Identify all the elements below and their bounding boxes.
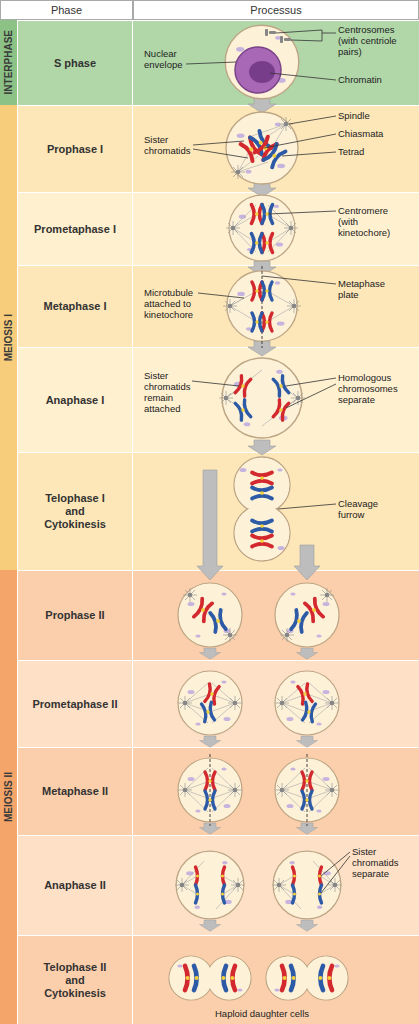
text-cell: Prometaphase I <box>18 193 133 265</box>
callout-label: Homologous chromosomes separate <box>338 372 416 405</box>
text-cell: Telophase II and Cytokinesis <box>18 936 133 1024</box>
phase-name: Metaphase I <box>44 300 107 313</box>
column-header: Processus <box>250 4 301 16</box>
phase-name: Prometaphase II <box>33 698 118 711</box>
callout-label: Microtubule attached to kinetochore <box>144 287 206 320</box>
callout-label: Metaphase plate <box>338 278 393 300</box>
callout-label: Sister chromatids remain attached <box>144 370 199 414</box>
callout-label: Tetrad <box>338 146 414 157</box>
text-cell: Anaphase II <box>18 836 133 935</box>
phase-name: Telophase I and Cytokinesis <box>35 492 115 531</box>
callout-label: Spindle <box>338 110 414 121</box>
text-cell: Anaphase I <box>18 348 133 452</box>
callout-label: Sister chromatids separate <box>352 846 414 879</box>
phase-name: Prophase I <box>47 143 103 156</box>
text-cell: Processus <box>134 1 418 19</box>
text-cell: Phase <box>1 1 132 19</box>
text-cell: Telophase I and Cytokinesis <box>18 453 133 570</box>
phase-row: Metaphase I <box>18 265 419 347</box>
text-cell: Prophase II <box>18 571 133 660</box>
callout-label: Centromere (with kinetochore) <box>338 205 398 238</box>
callout-label: Chiasmata <box>338 128 414 139</box>
callout-label: Sister chromatids <box>144 134 202 156</box>
callout-label: Centrosomes (with centriole pairs) <box>338 24 414 57</box>
header-cell: Processus <box>133 0 419 20</box>
text-cell: Metaphase II <box>18 748 133 835</box>
phase-name: Telophase II and Cytokinesis <box>35 961 115 1000</box>
callout-label: Haploid daughter cells <box>182 1008 342 1019</box>
text-cell: S phase <box>18 21 133 105</box>
callout-label: Chromatin <box>338 74 414 85</box>
phase-name: S phase <box>54 57 96 70</box>
phase-name: Prophase II <box>45 609 104 622</box>
callout-label: Cleavage furrow <box>338 498 388 520</box>
group-title: MEIOSIS I <box>3 314 14 361</box>
phase-name: Prometaphase I <box>34 223 116 236</box>
column-header: Phase <box>51 4 82 16</box>
group-title: INTERPHASE <box>3 30 14 94</box>
phase-row: Prophase II <box>18 570 419 660</box>
band-strip: MEIOSIS I <box>0 105 18 570</box>
phase-name: Anaphase II <box>44 879 106 892</box>
group-title: MEIOSIS II <box>3 772 14 822</box>
text-cell: Metaphase I <box>18 266 133 347</box>
phase-row: Prometaphase II <box>18 660 419 747</box>
phase-name: Metaphase II <box>42 785 108 798</box>
phase-row: Metaphase II <box>18 747 419 835</box>
band-strip: MEIOSIS II <box>0 570 18 1024</box>
band-strip: INTERPHASE <box>0 20 18 105</box>
text-cell: Prophase I <box>18 106 133 192</box>
header-cell: Phase <box>0 0 133 20</box>
phase-name: Anaphase I <box>46 394 105 407</box>
callout-label: Nuclear envelope <box>144 48 202 70</box>
text-cell: Prometaphase II <box>18 661 133 747</box>
phase-group-band: MEIOSIS II Prophase II Prometaphase II Meta… <box>0 570 419 1024</box>
